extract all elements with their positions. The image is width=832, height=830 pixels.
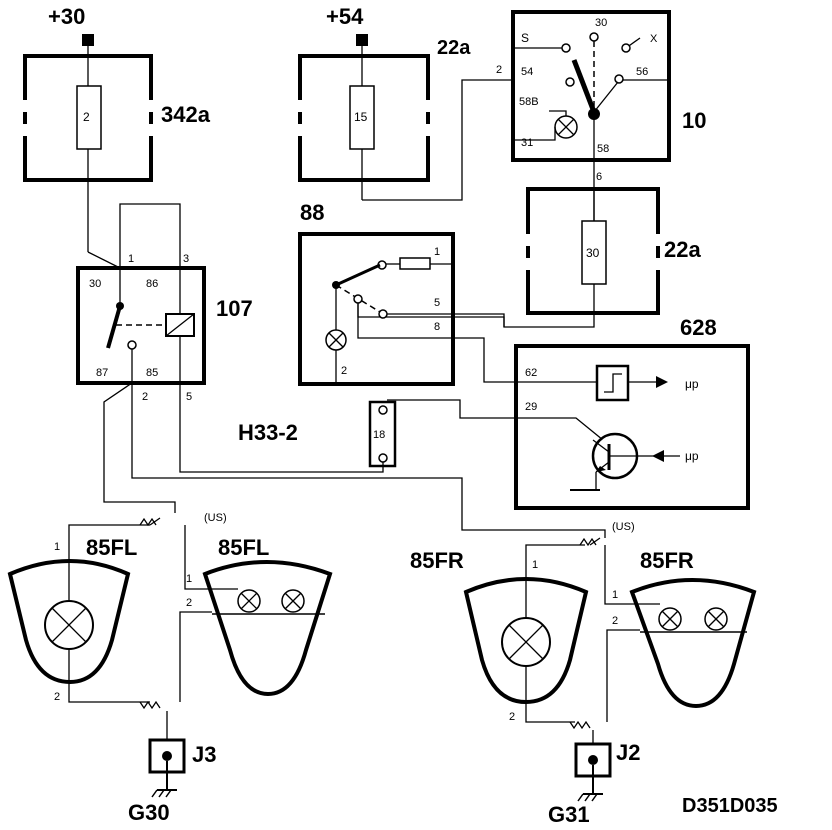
module-mu-input: μp	[685, 449, 699, 463]
lamp-85fr-aux-pin2: 2	[612, 615, 618, 627]
relay-wire-2: 2	[142, 391, 148, 403]
switch-pin-5: 5	[434, 297, 440, 309]
lamp-85fl-aux-pin2: 2	[186, 597, 192, 609]
lamp-85fr-aux-pin1: 1	[612, 589, 618, 601]
pin-58b: 58B	[519, 96, 539, 108]
pin-s: S	[521, 31, 529, 45]
lamp-85fr-aux: 85FR 1 2	[604, 545, 757, 722]
switch-pin-2: 2	[341, 365, 347, 377]
lamp-85fr-main-pin2: 2	[509, 711, 515, 723]
lamp-85fl-aux-pin1: 1	[186, 573, 192, 585]
relay-107: 107 30 86 87 85 1 3 2 5	[76, 253, 253, 403]
fuse-box-label-342a: 342a	[161, 102, 211, 127]
fuse-box-342a: +30 2 342a	[21, 4, 211, 252]
ground-label-g30: G30	[128, 800, 170, 825]
pin-54: 54	[521, 66, 533, 78]
light-switch-ref-22a: 22a	[437, 37, 471, 59]
module-628: 628 62 29 μp μp	[514, 315, 750, 510]
lamp-85fl-main: 85FL 1 2	[7, 524, 150, 703]
lamp-85fl-aux: 85FL 1 2	[179, 525, 333, 702]
fuse-box-15: +54 15	[296, 4, 432, 200]
relay-wire-1: 1	[128, 253, 134, 265]
us-note-fr-label: (US)	[612, 521, 635, 533]
pin-56: 56	[636, 66, 648, 78]
relay-pin-30: 30	[89, 278, 101, 290]
ground-g31: J2 G31	[548, 740, 640, 827]
supply-plus54: +54	[326, 4, 364, 29]
wire-label-2: 2	[496, 64, 502, 76]
pin-30: 30	[595, 17, 607, 29]
lamp-label-85fr-main: 85FR	[410, 548, 464, 573]
relay-wire-3: 3	[183, 253, 189, 265]
us-note-fr: (US)	[569, 521, 635, 744]
lamp-85fr-main: 85FR 1 2	[410, 544, 589, 723]
module-mu-output: μp	[685, 377, 699, 391]
module-label-628: 628	[680, 315, 717, 340]
fuse-number-15: 15	[354, 110, 368, 124]
supply-plus30: +30	[48, 4, 85, 29]
lamp-label-85fr-aux: 85FR	[640, 548, 694, 573]
lamp-label-85fl-main: 85FL	[86, 535, 137, 560]
pin-31: 31	[521, 137, 533, 149]
relay-pin-87: 87	[96, 367, 108, 379]
light-switch-10: 22a 10 S 30 X 54 56 58B 31 58 2 6	[437, 10, 706, 183]
fuse-box-22a: 30 22a	[524, 187, 701, 315]
lamp-85fl-main-pin2: 2	[54, 691, 60, 703]
pin-58: 58	[597, 143, 609, 155]
relay-pin-86: 86	[146, 278, 158, 290]
light-switch-label-10: 10	[682, 108, 706, 133]
fuse-box-label-22a: 22a	[664, 237, 701, 262]
pin-x: X	[650, 33, 658, 45]
lamp-85fr-main-pin1: 1	[532, 559, 538, 571]
ground-label-j2: J2	[616, 740, 640, 765]
module-pin-62: 62	[525, 367, 537, 379]
lamp-85fl-main-pin1: 1	[54, 541, 60, 553]
connector-label-h33-2: H33-2	[238, 420, 298, 445]
us-note-fl: (US)	[139, 512, 227, 740]
connector-h33-2: H33-2 18	[238, 400, 397, 468]
ground-label-j3: J3	[192, 742, 216, 767]
connector-pin-18: 18	[373, 429, 385, 441]
switch-88: 88 1 5 8 2	[298, 200, 455, 386]
relay-pin-85: 85	[146, 367, 158, 379]
diagram-id: D351D035	[682, 795, 778, 817]
fuse-number-30: 30	[586, 246, 600, 260]
us-note-fl-label: (US)	[204, 512, 227, 524]
relay-wire-5: 5	[186, 391, 192, 403]
ground-g30: J3 G30	[128, 738, 216, 825]
switch-pin-8: 8	[434, 321, 440, 333]
ground-label-g31: G31	[548, 802, 590, 827]
switch-label-88: 88	[300, 200, 324, 225]
module-pin-29: 29	[525, 401, 537, 413]
lamp-label-85fl-aux: 85FL	[218, 535, 269, 560]
relay-label-107: 107	[216, 296, 253, 321]
fuse-number-2: 2	[83, 110, 90, 124]
wire-label-6: 6	[596, 171, 602, 183]
switch-pin-1: 1	[434, 246, 440, 258]
